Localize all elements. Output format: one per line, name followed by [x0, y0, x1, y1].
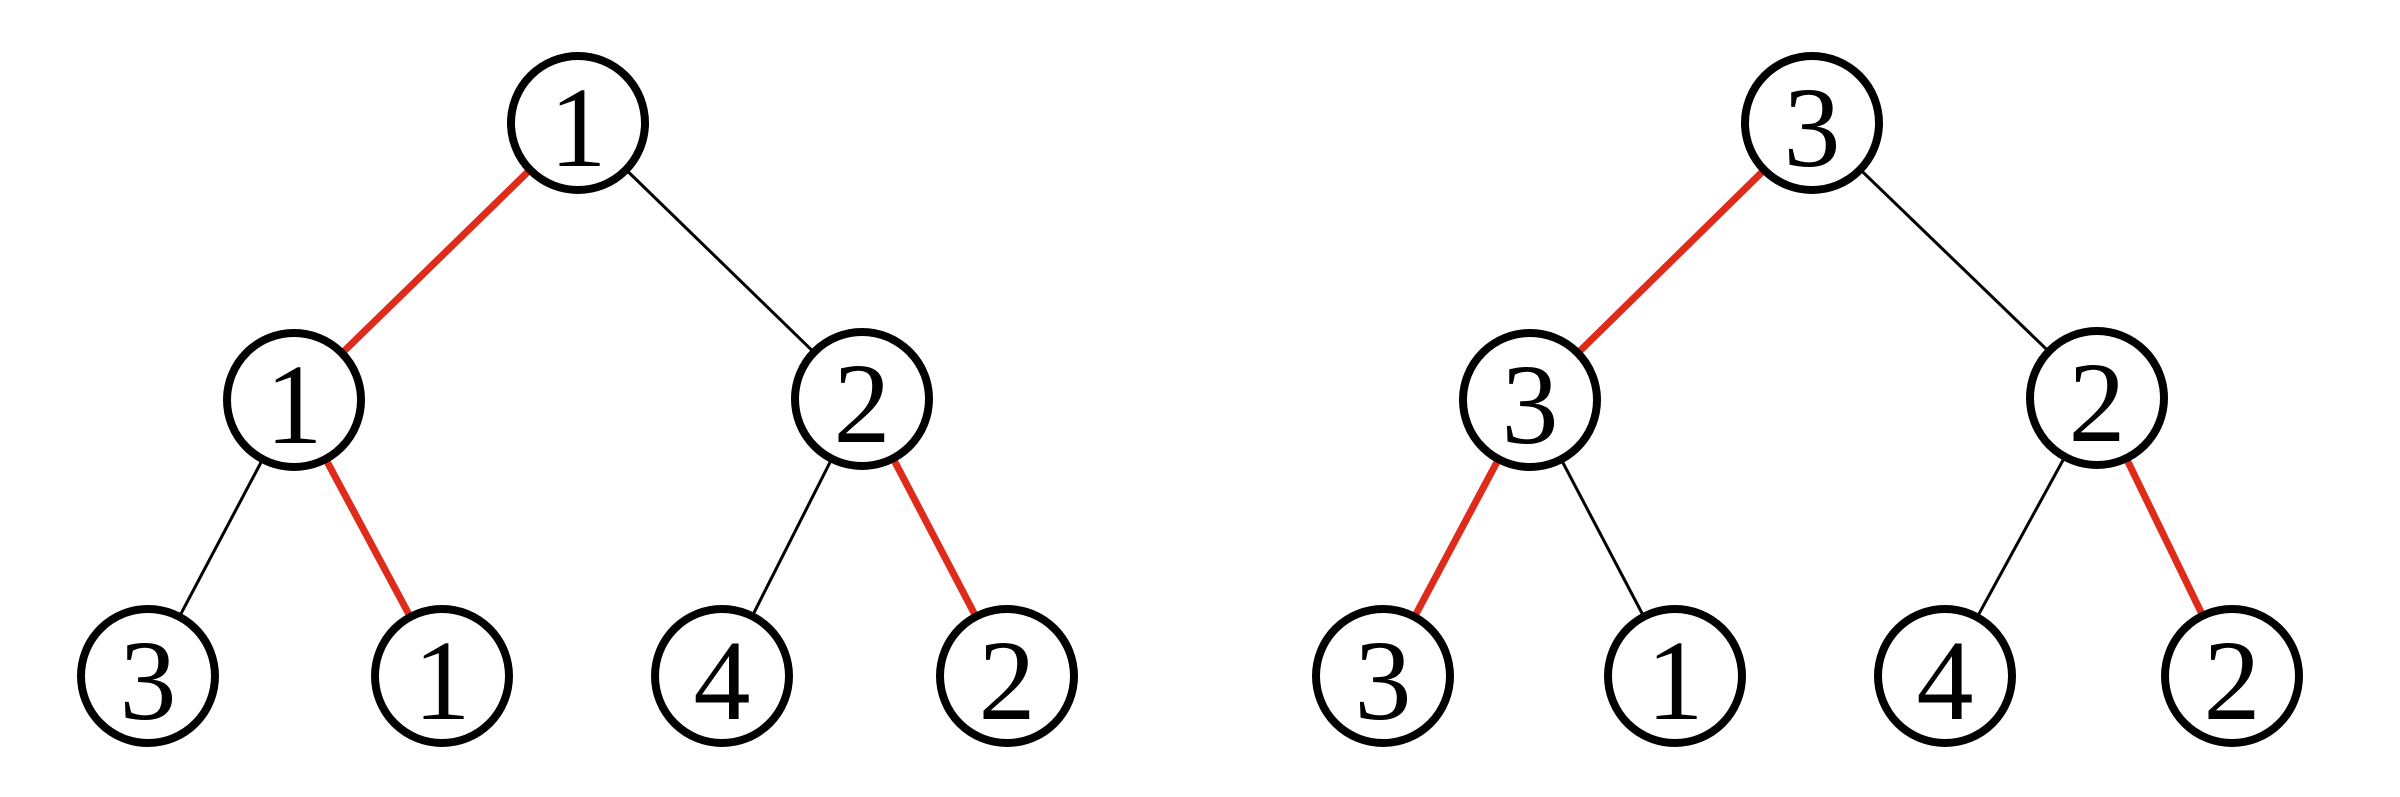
tree-node-circle [791, 328, 933, 470]
tree-node: 4 [651, 605, 793, 747]
tree-node-circle [2026, 327, 2168, 469]
tree-node: 1 [223, 329, 365, 471]
left-tree: 1 1 2 3 1 4 2 [77, 52, 1078, 747]
tree-node-circle [1741, 52, 1883, 194]
tree-node-circle [1459, 329, 1601, 471]
right-tree: 3 3 2 3 1 4 2 [1312, 52, 2303, 747]
tree-node-label: 3 [1502, 341, 1559, 468]
tree-node-circle [507, 52, 649, 194]
tree-node-label: 1 [266, 341, 323, 468]
tree-node: 2 [936, 605, 1078, 747]
tree-node: 3 [1741, 52, 1883, 194]
tree-node-circle [936, 605, 1078, 747]
tree-node: 2 [791, 328, 933, 470]
tree-node-label: 3 [120, 617, 177, 744]
tree-node-label: 1 [414, 617, 471, 744]
tree-node-label: 2 [834, 340, 891, 467]
tree-node-circle [1312, 605, 1454, 747]
tree-node: 3 [1459, 329, 1601, 471]
tree-node-circle [1604, 605, 1746, 747]
tree-node: 4 [1874, 605, 2016, 747]
tree-node-circle [77, 605, 219, 747]
tree-node-circle [651, 605, 793, 747]
tree-node-circle [1874, 605, 2016, 747]
tree-node-label: 2 [2204, 617, 2261, 744]
tree-node-label: 2 [979, 617, 1036, 744]
tree-node-circle [223, 329, 365, 471]
tree-node-label: 2 [2069, 339, 2126, 466]
tree-node: 2 [2026, 327, 2168, 469]
tree-node: 1 [507, 52, 649, 194]
tree-node-label: 3 [1355, 617, 1412, 744]
tree-node: 3 [77, 605, 219, 747]
tree-node: 3 [1312, 605, 1454, 747]
tree-node-circle [2161, 605, 2303, 747]
tree-node: 2 [2161, 605, 2303, 747]
tree-node-label: 3 [1784, 64, 1841, 191]
tree-node: 1 [1604, 605, 1746, 747]
tree-node-circle [371, 605, 513, 747]
tree-node: 1 [371, 605, 513, 747]
tree-node-label: 1 [1647, 617, 1704, 744]
tree-node-label: 4 [1917, 617, 1974, 744]
tree-node-label: 4 [694, 617, 751, 744]
tree-node-label: 1 [550, 64, 607, 191]
